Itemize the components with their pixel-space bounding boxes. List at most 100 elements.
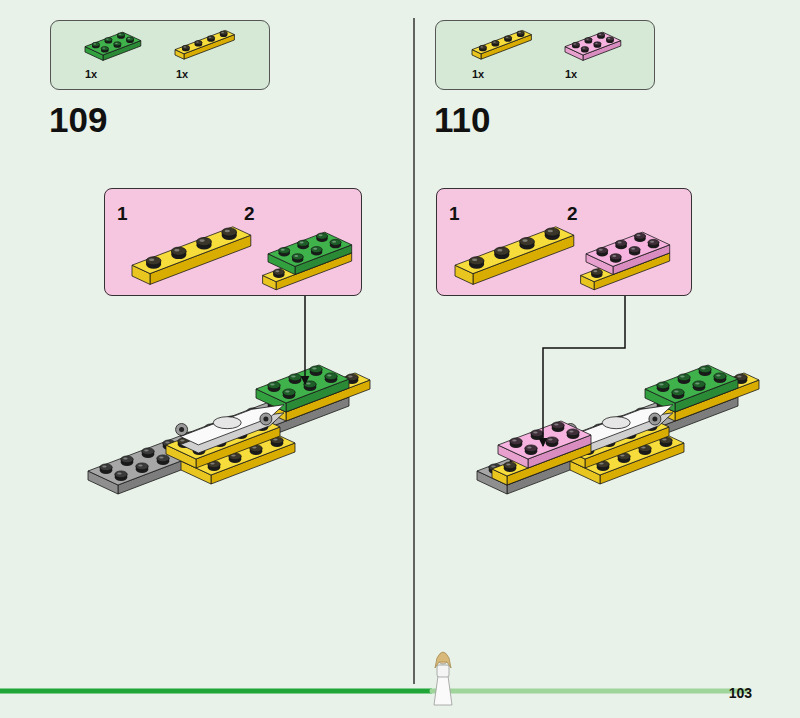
lego-plate [455,227,574,285]
stud-highlight [115,43,118,44]
minifig-torso [437,665,449,677]
stud-highlight [221,32,224,33]
stud-top [693,381,705,388]
part-quantity: 1x [85,69,97,80]
stud-top [146,257,161,265]
stud-top [469,257,484,265]
stud-top [567,429,579,436]
stud-top [100,464,112,471]
stud-top [126,37,133,41]
jet-canopy [602,417,630,429]
stud-top [121,456,133,463]
stud-highlight [281,249,285,251]
stud-highlight [701,367,705,369]
stud-highlight [548,438,552,440]
stud-highlight [493,41,496,42]
stud-highlight [128,38,131,39]
stud-highlight [674,390,678,392]
stud-top [672,389,684,396]
plate-top-face [498,421,591,459]
stud-top [310,366,322,373]
stud-highlight [196,41,199,42]
stud-highlight [491,465,495,467]
stud-top [634,233,645,239]
stud-highlight [608,38,611,39]
stud-highlight [199,239,204,242]
plate-top-face [472,30,531,53]
stud-highlight [332,241,336,243]
stud-top [597,247,608,253]
stud-top [699,366,711,373]
stud-top [616,240,627,246]
progress-bar [0,689,432,694]
stud-highlight [149,258,154,261]
substep-number: 1 [449,204,460,223]
lego-plate [498,421,591,468]
callout-fill [436,188,692,296]
stud-top [316,233,327,239]
stud-highlight [327,374,331,376]
stud-top [657,382,669,389]
stud-top [581,47,588,51]
jet-clip-hole [179,427,184,432]
stud-highlight [506,37,509,38]
stud-top [591,269,602,275]
lego-plate [256,365,349,412]
stud-highlight [180,439,184,441]
stud-top [648,239,659,245]
lego-plate [472,30,531,59]
lego-plate [586,232,670,274]
stud-highlight [631,248,635,250]
stud-highlight [174,249,179,252]
stud-top [92,42,99,46]
stud-highlight [737,375,741,377]
substep-number: 2 [567,204,578,223]
stud-highlight [518,32,521,33]
stud-top [292,254,303,260]
stud-highlight [103,47,106,48]
stud-highlight [472,258,477,261]
stud-top [504,36,511,40]
stud-top [195,41,202,45]
step-number: 109 [49,102,107,137]
stud-top [572,42,579,46]
stud-highlight [695,382,699,384]
lego-plate [175,30,234,59]
stud-top [585,38,592,42]
placement-arrow [543,296,625,446]
stud-top [325,373,337,380]
jet-clip-hole [263,417,268,422]
minifig-hair [435,652,451,668]
stud-top [273,269,284,275]
plate-top-face [268,232,352,266]
lego-plate [85,32,141,60]
stud-highlight [595,43,598,44]
stud-top [197,237,212,245]
jet-clip [260,413,272,425]
substep-callout: 12 [436,188,692,296]
stud-highlight [291,375,295,377]
stud-top [182,45,189,49]
stud-top [222,228,237,236]
stud-highlight [680,375,684,377]
stud-highlight [225,230,230,233]
stud-highlight [285,390,289,392]
minifig-dress [434,676,452,705]
stud-highlight [554,423,558,425]
parts-list-box: 1x1x [50,20,270,90]
stud-top [520,237,535,245]
jet-clip [649,413,661,425]
stud-highlight [650,241,654,243]
stud-top [606,37,613,41]
stud-highlight [165,441,169,443]
stud-top [629,247,640,253]
plate-front-face [118,397,349,494]
part-quantity: 1x [565,69,577,80]
stud-top [207,36,214,40]
lego-plate [132,227,251,285]
step-divider [413,18,415,684]
substep-callout: 12 [104,188,362,296]
stud-highlight [275,270,279,272]
stud-highlight [313,248,317,250]
